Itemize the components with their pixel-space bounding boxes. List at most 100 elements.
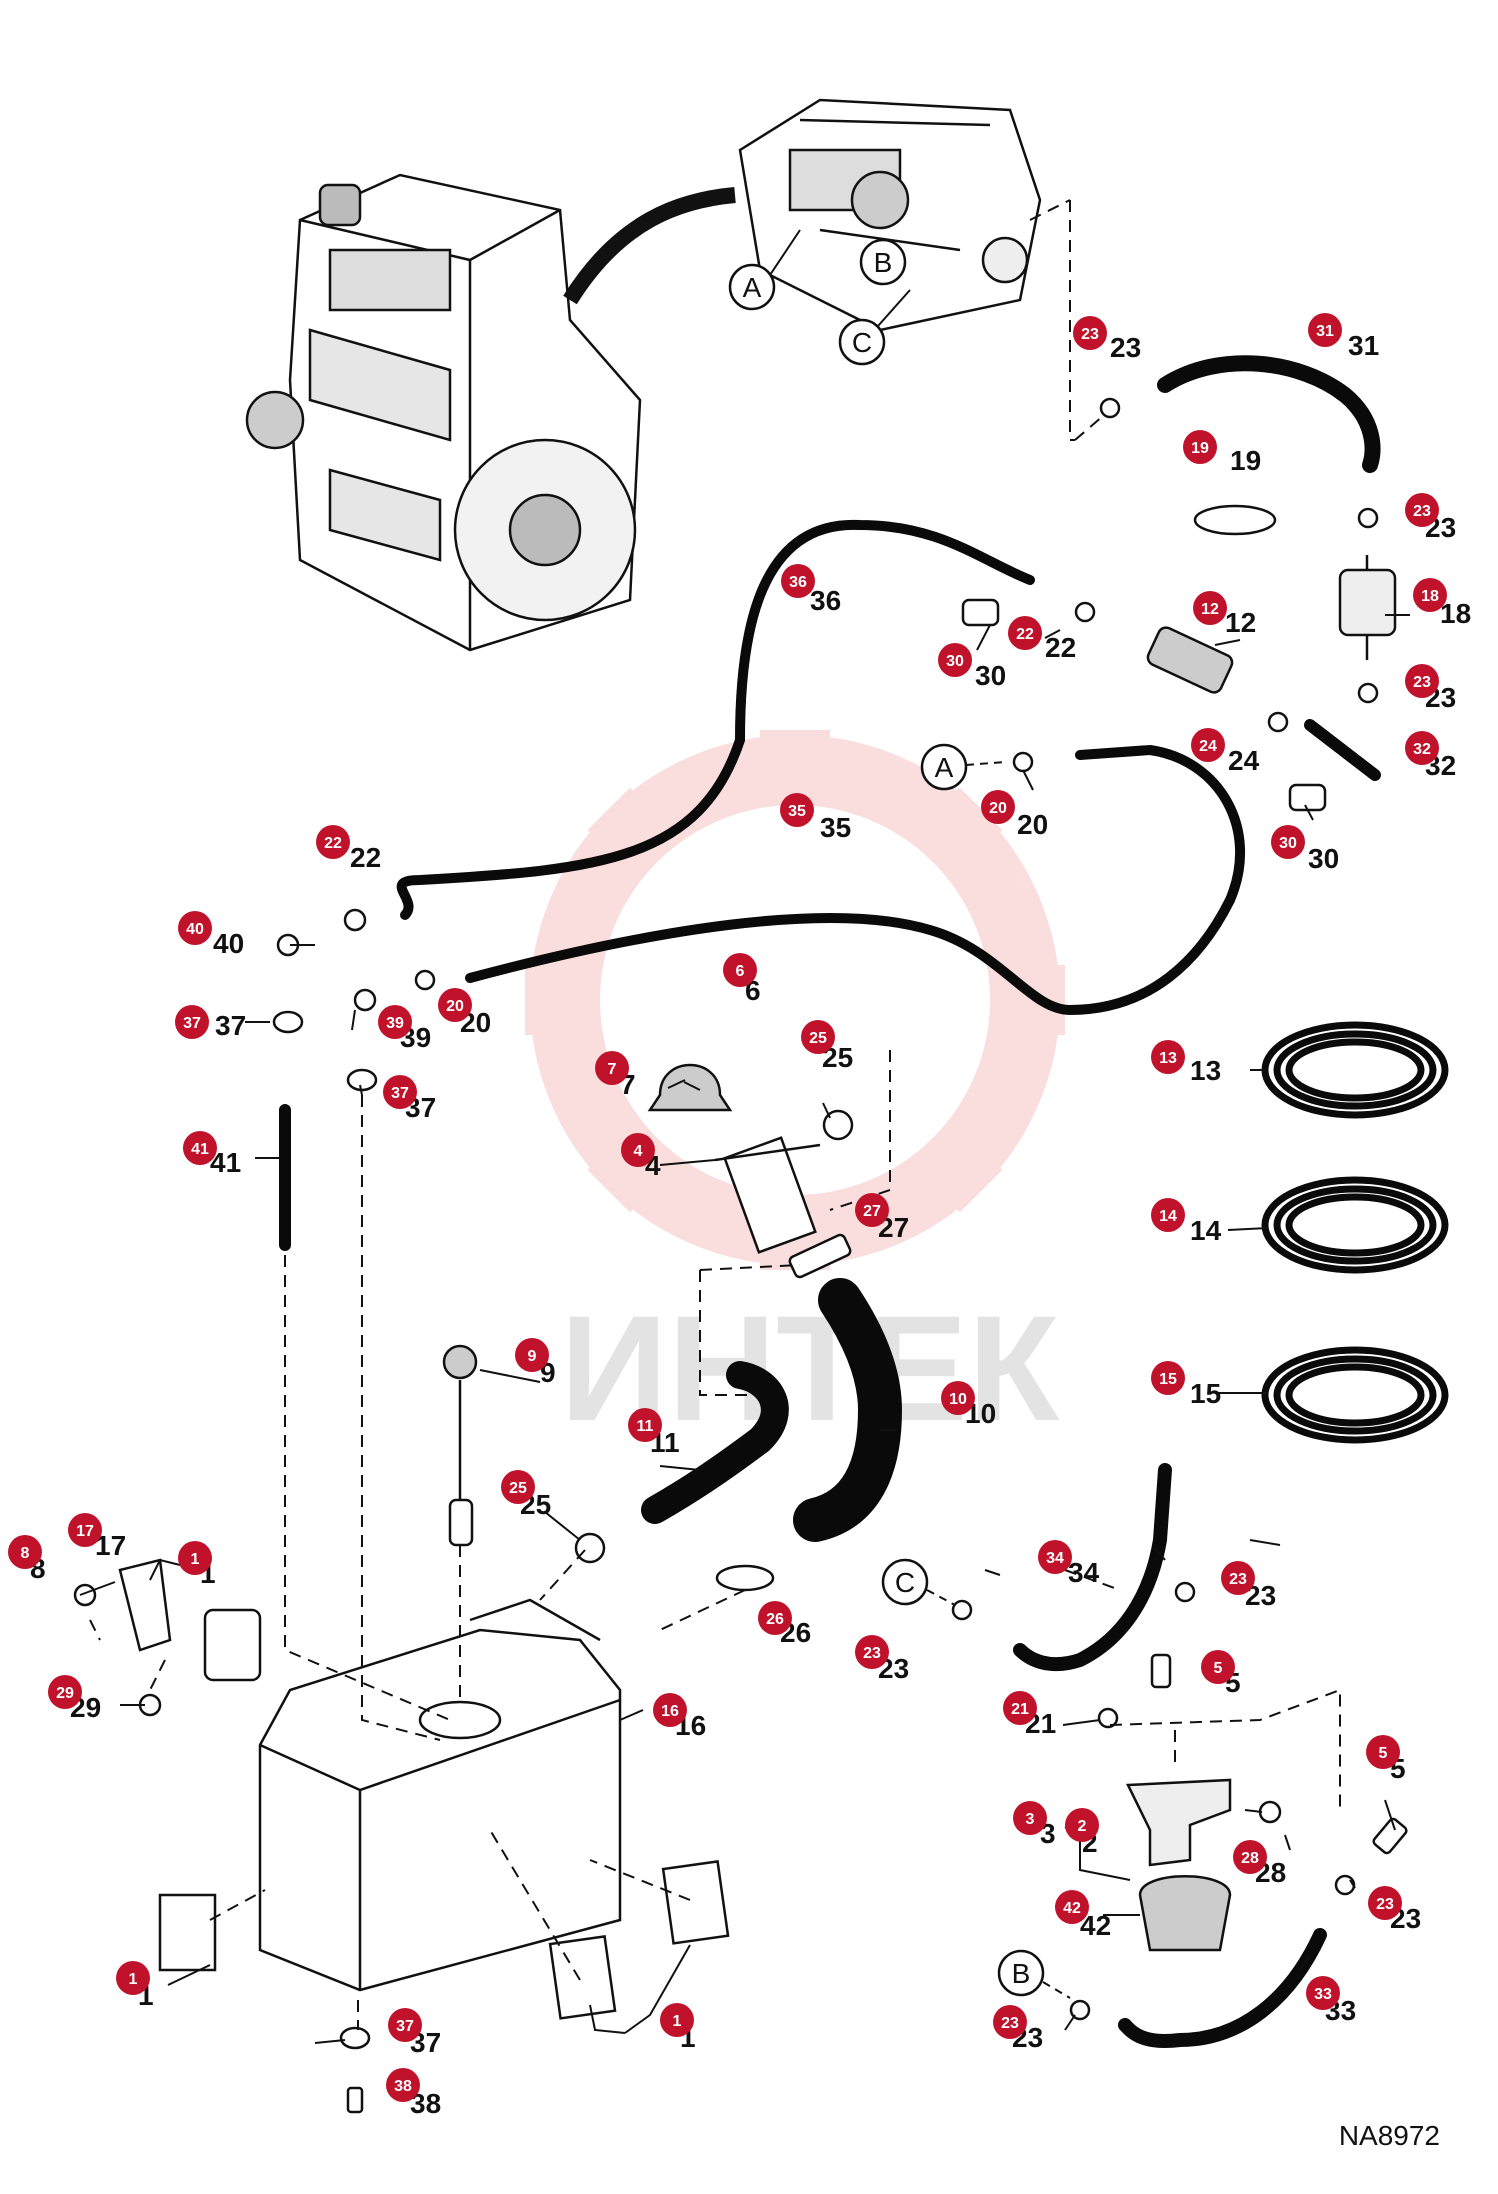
callout-number: 18 [1421,588,1439,605]
hose-36 [396,519,1035,920]
callout-number: 5 [1379,1745,1388,1762]
injection-pump-detail [738,98,1042,332]
callout-number: 37 [396,2018,414,2035]
callout-badge [1151,1198,1185,1232]
fuel-pump-12 [1146,626,1234,694]
nut-21 [1097,1707,1119,1729]
callout-number: 8 [21,1545,30,1562]
ref-letter-label: B [1012,1958,1031,1989]
clamp-19 [1193,504,1277,536]
callout-badge [855,1635,889,1669]
callout-2: 22 [1065,1808,1099,1858]
callout-number: 28 [1241,1850,1259,1867]
callout-4: 44 [621,1133,661,1181]
callout-number: 5 [1214,1660,1223,1677]
callout-badge [1413,578,1447,612]
callout-badge [386,2068,420,2102]
hose-coil-13 [1261,1021,1449,1119]
part-number-label: 13 [1190,1055,1221,1086]
callout-number: 36 [789,574,807,591]
leader-dashed [1074,409,1111,441]
callout-number: 20 [989,800,1007,817]
hose-33 [1118,1928,1327,2048]
callout-number: 19 [1191,440,1209,457]
callout-number: 9 [528,1348,537,1365]
part-number-label: 24 [1228,745,1260,776]
callout-9: 99 [515,1338,556,1388]
part-number-label: 36 [810,585,841,616]
part-number-label: 19 [1230,445,1261,476]
callout-number: 15 [1159,1371,1177,1388]
callout-badge [388,2008,422,2042]
bolt-38 [346,2086,364,2114]
grommet-37-a [272,1010,304,1034]
filter-head-2 [1126,1778,1232,1867]
callout-number: 10 [949,1391,967,1408]
callout-badge [1233,1840,1267,1874]
callout-number: 30 [1279,835,1297,852]
part-number-label: 18 [1440,598,1471,629]
fuel-cap-6 [647,1063,733,1112]
part-number-label: 31 [1348,330,1379,361]
callout-badge [1368,1886,1402,1920]
callout-number: 33 [1314,1986,1332,2003]
callout-badge [628,1408,662,1442]
hose-11 [641,1361,789,1524]
clip-30-top [961,598,1000,627]
grommet-37-b [346,1068,378,1092]
callout-number: 3 [1026,1811,1035,1828]
bolt-28 [1258,1800,1282,1824]
callout-badge [855,1193,889,1227]
callout-badge [1405,731,1439,765]
ref-letter-label: A [743,272,762,303]
hose-32 [1304,719,1381,781]
part-number-label: 37 [215,1010,246,1041]
drawing-id: NA8972 [1339,2120,1440,2151]
callout-number: 38 [394,2078,412,2095]
clamp-20-b [414,969,436,991]
filter-bowl-42 [1138,1875,1232,1952]
callout-badge [1201,1650,1235,1684]
callout-number: 11 [637,1418,654,1435]
callout-badge [621,1133,655,1167]
hose-10 [793,1278,903,1542]
callout-number: 25 [509,1480,527,1497]
elbow-39 [353,988,377,1012]
callout-badge [48,1675,82,1709]
clip-30-low [1288,783,1327,812]
callout-badge [1013,1801,1047,1835]
guard-1 [203,1608,262,1682]
callout-badge [1193,591,1227,625]
clamp-23-a [1357,507,1379,529]
callout-number: 14 [1159,1208,1177,1225]
fitting-5-a [1150,1653,1172,1689]
callout-badge [941,1381,975,1415]
hose-31 [1157,355,1381,473]
callout-badge [1151,1040,1185,1074]
fitting-5-b [1372,1817,1408,1855]
callout-number: 35 [788,803,806,820]
tube-27 [788,1233,852,1279]
callout-number: 12 [1201,601,1219,618]
callout-badge [801,1020,835,1054]
callout-number: 13 [1159,1050,1177,1067]
callout-badge [1055,1890,1089,1924]
